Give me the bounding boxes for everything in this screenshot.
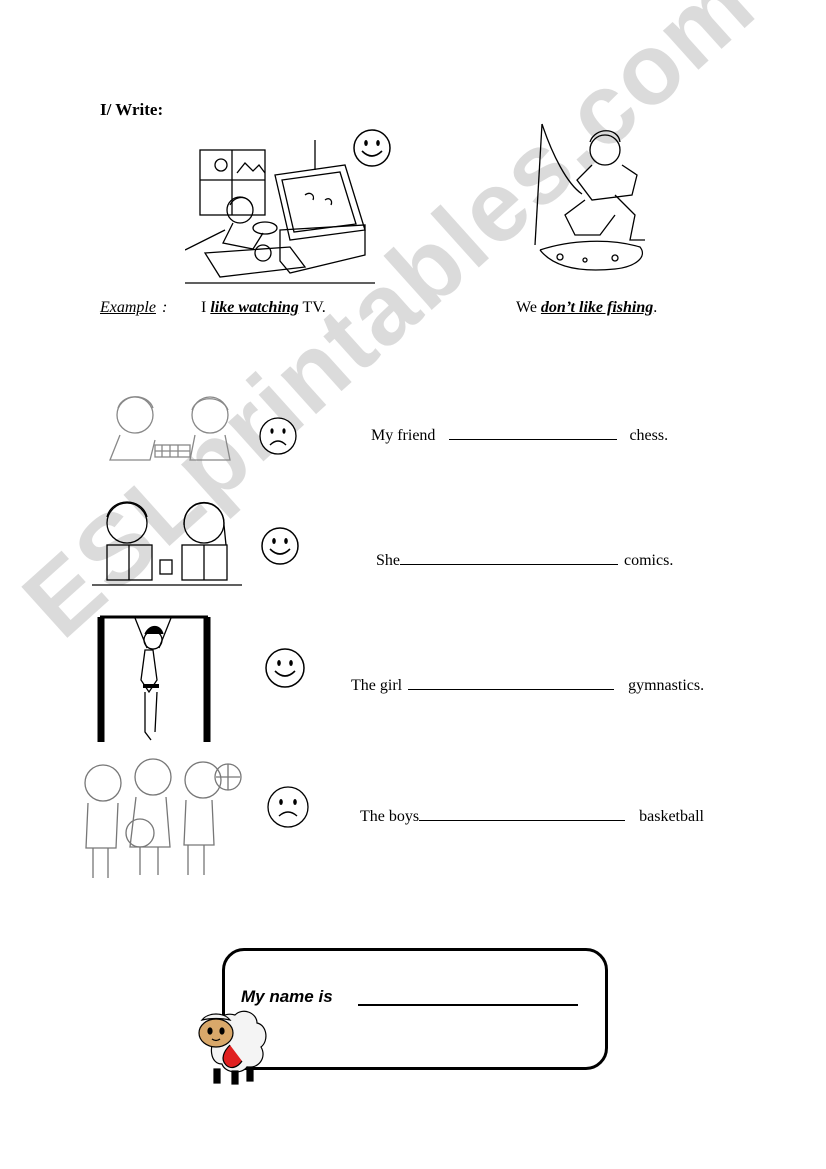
boys-basketball-illustration bbox=[84, 758, 242, 878]
kids-reading-comics-illustration bbox=[92, 501, 242, 586]
exercise-1: My friend chess. bbox=[371, 425, 668, 445]
answer-blank-1[interactable] bbox=[449, 425, 618, 440]
smiley-face-icon bbox=[265, 648, 305, 688]
sad-face-icon bbox=[259, 417, 297, 455]
exercise-3: The girl gymnastics. bbox=[351, 675, 704, 695]
example-2-post: . bbox=[653, 299, 658, 316]
worksheet-heading: I/ Write: bbox=[100, 100, 164, 119]
exercise-4: The boys basketball bbox=[360, 806, 704, 826]
example-2-pre: We bbox=[516, 299, 541, 316]
example-label: Example bbox=[100, 299, 156, 316]
answer-blank-2[interactable] bbox=[400, 550, 618, 565]
answer-blank-4[interactable] bbox=[419, 806, 626, 821]
example-1-verb: like watching bbox=[210, 299, 299, 316]
sad-face-icon bbox=[267, 786, 309, 828]
exercise-4-pre: The boys bbox=[360, 808, 420, 825]
exercise-3-pre: The girl bbox=[351, 677, 403, 694]
name-input-line[interactable] bbox=[358, 1004, 578, 1006]
exercise-4-post: basketball bbox=[639, 808, 704, 825]
exercise-1-post: chess. bbox=[629, 427, 669, 444]
kids-playing-chess-illustration bbox=[109, 396, 231, 461]
exercise-2: She comics. bbox=[376, 550, 673, 570]
example-sentence-1: I like watching TV. bbox=[201, 299, 326, 317]
name-box bbox=[222, 948, 608, 1070]
smiley-face-icon bbox=[353, 129, 391, 167]
smiley-face-icon bbox=[261, 527, 299, 565]
example-1-post: TV. bbox=[298, 299, 326, 316]
answer-blank-3[interactable] bbox=[408, 675, 615, 690]
name-box-label: My name is bbox=[241, 987, 333, 1006]
exercise-1-pre: My friend bbox=[371, 427, 436, 444]
exercise-2-post: comics. bbox=[624, 552, 674, 569]
girl-gymnastics-illustration bbox=[97, 615, 211, 742]
example-1-pre: I bbox=[201, 299, 211, 316]
sheep-icon bbox=[198, 1010, 267, 1085]
example-sentence-2: We don’t like fishing. bbox=[516, 299, 657, 317]
exercise-2-pre: She bbox=[376, 552, 400, 569]
fishing-illustration bbox=[534, 123, 645, 271]
exercise-3-post: gymnastics. bbox=[628, 677, 705, 694]
example-colon: : bbox=[162, 299, 168, 316]
example-2-verb: don’t like fishing bbox=[540, 299, 654, 316]
tv-watching-illustration bbox=[185, 140, 375, 284]
